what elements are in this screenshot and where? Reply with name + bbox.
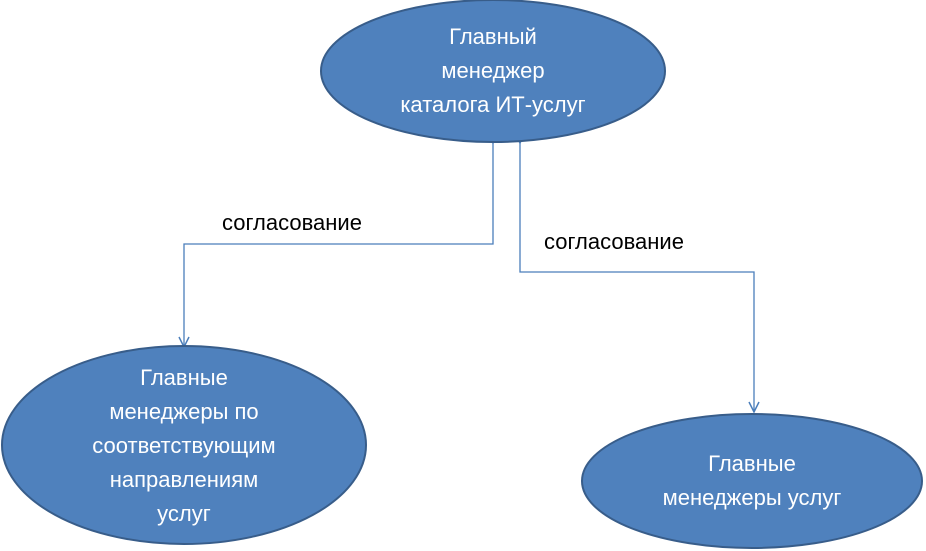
edge-right-label: согласование: [544, 229, 684, 254]
node-left-ellipse: [1, 345, 367, 545]
edge-root-right-connector: [520, 143, 754, 412]
node-right-label: Главные менеджеры услуг: [662, 451, 842, 510]
node-root-ellipse: [320, 0, 666, 143]
node-right-ellipse: [581, 413, 923, 549]
node-root-label: Главный менеджер каталога ИТ-услуг: [400, 24, 586, 117]
node-left-label: Главные менеджеры по соответствующим нап…: [92, 365, 276, 526]
edge-left-label: согласование: [222, 210, 362, 235]
edge-root-left-connector: [184, 143, 493, 347]
